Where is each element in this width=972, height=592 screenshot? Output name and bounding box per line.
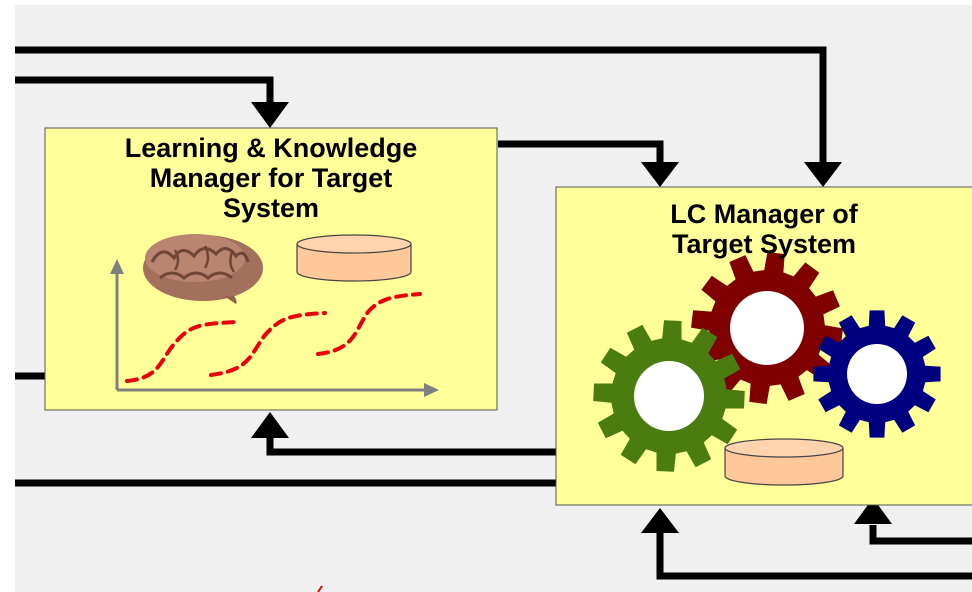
arrow-head-down-lc-right (804, 162, 842, 187)
arrow-bottom-to-lc (656, 530, 972, 580)
learning-curve-icon (125, 292, 422, 383)
database-icon (724, 438, 844, 486)
arrow-top-to-lc (15, 46, 827, 168)
learning-title-line-3: System (222, 193, 320, 223)
arrow-input-to-learning (15, 76, 274, 105)
lc-box-title: LC Manager of Target System (556, 199, 972, 259)
gear-icon (593, 320, 745, 472)
arrow-head-up-lc-right (854, 498, 892, 524)
learning-title-line-1: Learning & Knowledge (124, 133, 418, 163)
arrow-bottom-right-to-lc (869, 525, 972, 545)
arrow-head-up-lc-bottom (641, 508, 679, 533)
arrow-heads (251, 102, 892, 533)
arrow-head-up-learning (251, 412, 289, 438)
lc-title-line-2: Target System (671, 229, 857, 259)
learning-box-title: Learning & Knowledge Manager for Target … (46, 133, 496, 223)
arrow-lc-to-learning (266, 436, 558, 456)
learning-title-line-2: Manager for Target (149, 163, 393, 193)
gear-icon (813, 310, 941, 438)
connectors (15, 46, 972, 580)
chart-axes-icon (110, 259, 439, 397)
brain-icon (143, 234, 263, 304)
arrow-learning-to-lc (498, 140, 664, 168)
database-icon (296, 234, 412, 282)
arrow-head-down-learning (251, 102, 289, 128)
stray-mark (317, 585, 323, 592)
lc-title-line-1: LC Manager of (670, 199, 858, 229)
arrow-head-down-lc-left (641, 162, 679, 187)
